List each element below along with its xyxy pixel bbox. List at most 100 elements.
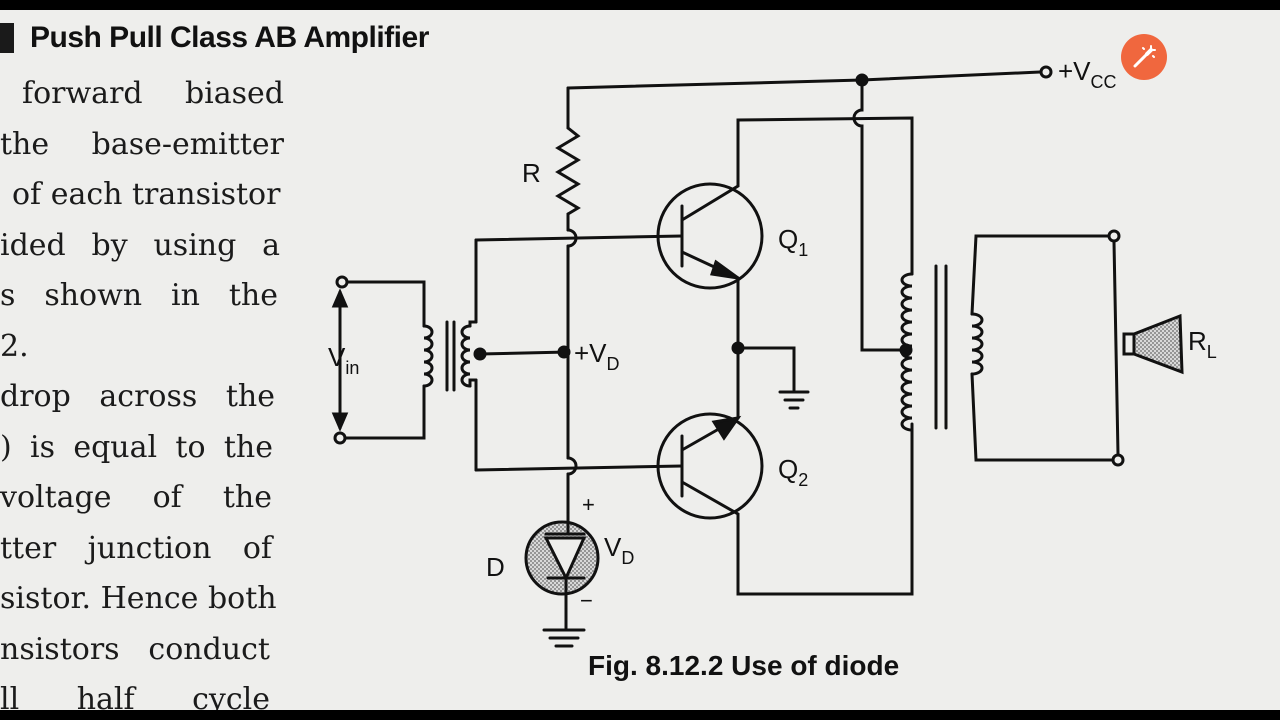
q1-base-wire — [474, 234, 684, 242]
diode-minus: − — [580, 588, 593, 613]
body-text-word: drop — [0, 379, 71, 414]
q1-subscript: 1 — [798, 240, 808, 260]
body-text-line: the base-emitter — [0, 125, 284, 165]
body-text-line: drop across the — [0, 377, 275, 417]
body-text-word: biased — [184, 76, 284, 111]
body-text-line: voltage of the — [0, 478, 272, 518]
body-text-word: base-emitter — [91, 126, 284, 162]
transistor-q2 — [656, 412, 764, 520]
vin-terminal-top — [335, 275, 349, 289]
input-primary-coil — [422, 324, 434, 388]
transistor-q1 — [656, 182, 764, 290]
vin-terminal-bottom — [333, 431, 347, 445]
body-text-word: in — [171, 278, 200, 313]
heading-marker — [0, 23, 14, 53]
diode-v-label: V — [604, 532, 622, 562]
body-text-word: the — [228, 278, 278, 313]
vcc-terminal — [1039, 65, 1053, 79]
input-secondary-coil — [460, 324, 472, 388]
body-text-word: 2. — [0, 328, 29, 364]
body-text-word: ided — [0, 227, 66, 263]
body-text-line: nsistors conduct — [0, 630, 270, 670]
q2-base-wire — [474, 464, 684, 472]
output-primary-coil — [900, 272, 914, 432]
body-text-line: of each transistor — [12, 175, 280, 215]
vd-node-subscript: D — [607, 354, 620, 374]
svg-text:Q2: Q2 — [778, 454, 808, 490]
body-text-line: 2. — [0, 327, 29, 367]
svg-text:RL: RL — [1188, 326, 1217, 362]
body-text-line: forward biased — [22, 74, 284, 114]
body-text-word: the — [225, 379, 275, 414]
heading-title: Push Pull Class AB Amplifier — [30, 21, 429, 54]
q2-subscript: 2 — [798, 470, 808, 490]
q1-label: Q — [778, 224, 798, 254]
vin-label: V — [328, 342, 346, 372]
body-text-word: voltage — [0, 480, 112, 515]
body-text-word: the — [222, 480, 272, 515]
svg-text:Q1: Q1 — [778, 224, 808, 260]
rl-terminal-bottom — [1111, 453, 1125, 467]
body-text-word: ll — [0, 682, 20, 710]
body-text-word: junction — [87, 530, 212, 566]
diode-v-subscript: D — [621, 548, 634, 568]
ground-symbol-1 — [778, 390, 810, 410]
svg-text:+VD: +VD — [574, 338, 620, 374]
page-heading: Push Pull Class AB Amplifier — [0, 10, 429, 66]
body-text-word: across — [99, 379, 198, 414]
speaker-cone — [1132, 313, 1184, 375]
body-text-word: s — [0, 278, 16, 313]
body-text-word: sistor. Hence both — [0, 581, 277, 616]
vd-node-label: +V — [574, 338, 607, 368]
diode-label: D — [486, 552, 505, 582]
svg-text:+VCC: +VCC — [1058, 56, 1117, 92]
vcc-rail — [566, 70, 1042, 90]
vcc-label: +V — [1058, 56, 1091, 86]
magic-wand-icon[interactable] — [1121, 34, 1167, 80]
rl-terminal-top — [1107, 229, 1121, 243]
load-subscript: L — [1207, 342, 1217, 362]
body-text-word: is — [30, 429, 56, 465]
vin-subscript: in — [345, 358, 359, 378]
vd-node-wire — [478, 350, 570, 356]
body-text-line: tter junction of — [0, 529, 272, 569]
svg-text:Vin: Vin — [328, 342, 359, 378]
load-label: R — [1188, 326, 1207, 356]
resistor-r — [555, 126, 581, 216]
body-text-word: ) — [0, 429, 12, 465]
body-text-word: conduct — [148, 631, 270, 667]
vd-node-junction — [557, 345, 571, 359]
body-text-word: tter — [0, 530, 57, 566]
body-text-word: using — [153, 227, 237, 263]
body-text-word: half — [76, 682, 135, 710]
body-text-line: ll half cycle — [0, 680, 270, 710]
body-text-line: sistor. Hence both — [0, 579, 277, 619]
body-text-word: forward — [22, 76, 143, 111]
body-text-word: of each transistor — [12, 177, 281, 212]
circuit-diagram: R Q1 Q2 +VCC +VD Vin D VD + − RL — [328, 56, 1217, 648]
diode-plus: + — [582, 492, 595, 517]
q2-label: Q — [778, 454, 798, 484]
resistor-label: R — [522, 158, 541, 188]
output-secondary-coil — [970, 312, 984, 376]
body-text-word: to — [175, 429, 206, 465]
magic-wand-glyph — [1133, 45, 1156, 68]
ground-symbol-2 — [542, 628, 586, 648]
body-text-word: cycle — [192, 682, 270, 710]
body-text-word: a — [262, 227, 280, 263]
svg-text:VD: VD — [604, 532, 634, 568]
vcc-subscript: CC — [1091, 72, 1117, 92]
body-text-word: nsistors — [0, 631, 120, 667]
body-text-word: the — [0, 126, 50, 162]
textbook-page: Push Pull Class AB Amplifier forward bias… — [0, 10, 1280, 710]
body-text-word: shown — [44, 278, 143, 313]
body-text-word: by — [91, 227, 128, 263]
body-text-word: the — [223, 429, 273, 465]
body-text-word: of — [152, 480, 182, 515]
body-text-word: equal — [73, 429, 158, 465]
body-text-word: of — [242, 530, 272, 566]
figure-caption: Fig. 8.12.2 Use of diode — [588, 650, 900, 681]
